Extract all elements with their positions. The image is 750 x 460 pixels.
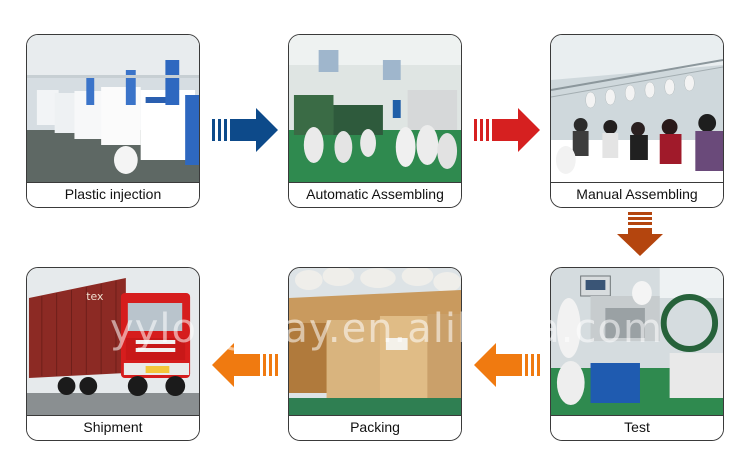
truck-container-text: tex <box>86 290 104 303</box>
step-card-automatic-assembling: Automatic Assembling <box>288 34 462 208</box>
manual-assembling-photo <box>551 35 723 183</box>
shipment-photo: tex <box>27 268 199 416</box>
step-card-test: Test <box>550 267 724 441</box>
step-card-shipment: tex Shipment <box>26 267 200 441</box>
step-label: Packing <box>289 415 461 440</box>
arrow-right-red-icon <box>474 107 540 153</box>
step-card-manual-assembling: Manual Assembling <box>550 34 724 208</box>
step-card-packing: Packing <box>288 267 462 441</box>
step-label: Test <box>551 415 723 440</box>
step-card-plastic-injection: Plastic injection <box>26 34 200 208</box>
automatic-assembling-photo <box>289 35 461 183</box>
arrow-left-orange-icon <box>212 342 278 388</box>
step-label: Plastic injection <box>27 182 199 207</box>
packing-photo <box>289 268 461 416</box>
step-label: Shipment <box>27 415 199 440</box>
arrow-down-brown-icon <box>616 212 664 256</box>
arrow-left-orange-icon <box>474 342 540 388</box>
step-label: Automatic Assembling <box>289 182 461 207</box>
plastic-injection-photo <box>27 35 199 183</box>
arrow-right-blue-icon <box>212 107 278 153</box>
step-label: Manual Assembling <box>551 182 723 207</box>
test-photo <box>551 268 723 416</box>
